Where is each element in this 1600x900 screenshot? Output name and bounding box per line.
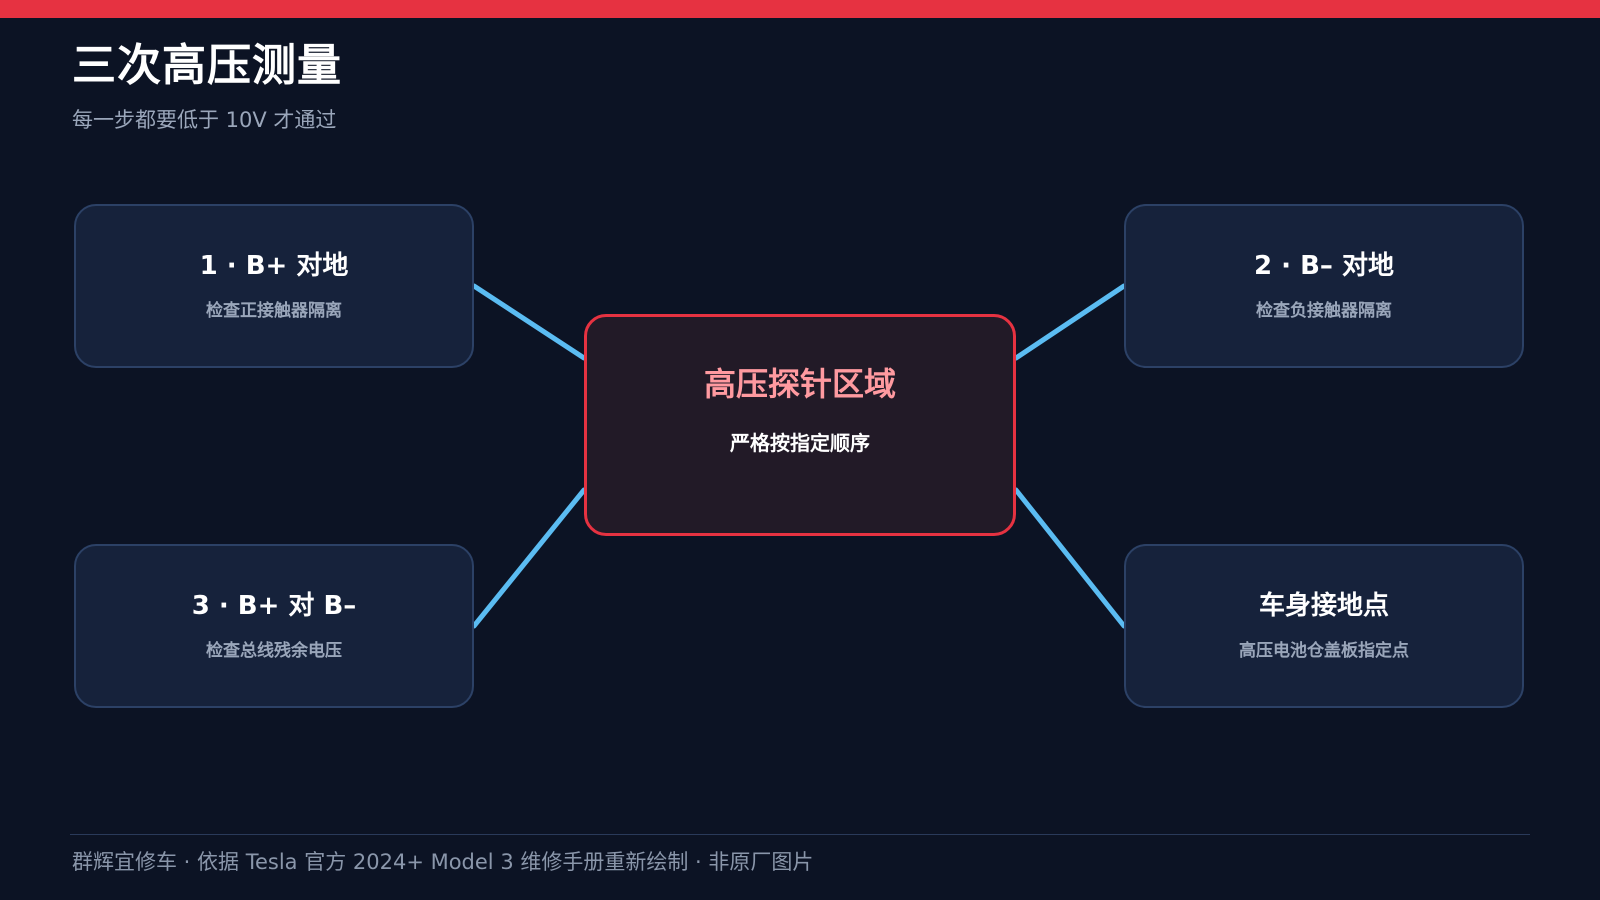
ground-point-label: 车身接地点	[1258, 591, 1389, 622]
connector-1	[471, 283, 587, 361]
page-title: 三次高压测量	[72, 40, 342, 91]
ground-point-node: 车身接地点 高压电池仓盖板指定点	[1124, 544, 1524, 708]
center-probe-area-node: 高压探针区域 严格按指定顺序	[584, 314, 1016, 536]
center-label: 高压探针区域	[703, 365, 896, 403]
top-accent-bar	[0, 0, 1600, 18]
ground-point-desc: 高压电池仓盖板指定点	[1239, 640, 1409, 661]
connector-2	[1013, 283, 1127, 361]
step-node-3-label: 3 · B+ 对 B–	[191, 591, 357, 622]
step-node-1: 1 · B+ 对地 检查正接触器隔离	[74, 204, 474, 368]
step-node-3-desc: 检查总线残余电压	[206, 640, 342, 661]
connector-4	[1013, 487, 1127, 629]
step-node-2-label: 2 · B– 对地	[1254, 251, 1394, 282]
step-node-2-desc: 检查负接触器隔离	[1256, 300, 1392, 321]
connector-3	[471, 487, 587, 629]
page-subtitle: 每一步都要低于 10V 才通过	[72, 108, 337, 132]
step-node-2: 2 · B– 对地 检查负接触器隔离	[1124, 204, 1524, 368]
footer-credit: 群辉宜修车 · 依据 Tesla 官方 2024+ Model 3 维修手册重新…	[72, 850, 814, 874]
step-node-3: 3 · B+ 对 B– 检查总线残余电压	[74, 544, 474, 708]
center-desc: 严格按指定顺序	[730, 431, 870, 455]
step-node-1-label: 1 · B+ 对地	[199, 251, 349, 282]
footer-divider	[70, 834, 1530, 835]
step-node-1-desc: 检查正接触器隔离	[206, 300, 342, 321]
